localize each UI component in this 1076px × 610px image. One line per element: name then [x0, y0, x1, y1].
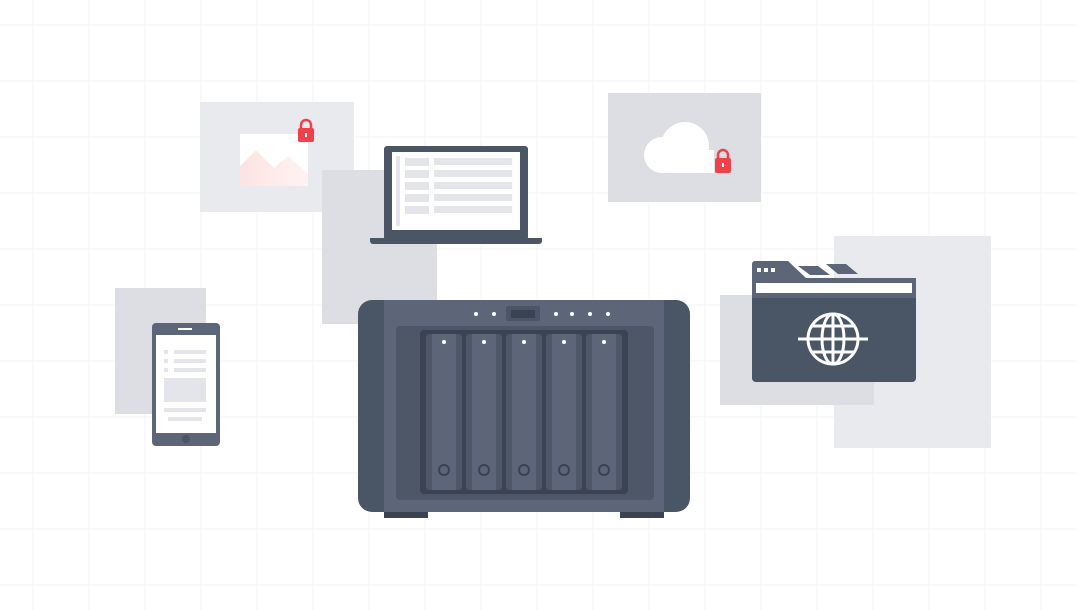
drive-bay: [546, 334, 582, 490]
drive-led: [602, 340, 606, 344]
drive-led: [442, 340, 446, 344]
drive-led: [562, 340, 566, 344]
drive-latch: [598, 464, 610, 476]
drive-latch: [518, 464, 530, 476]
drive-latch: [478, 464, 490, 476]
laptop-icon: [370, 146, 542, 244]
drive-led: [522, 340, 526, 344]
drive-led: [482, 340, 486, 344]
drive-latch: [438, 464, 450, 476]
browser-globe-icon: [752, 261, 916, 382]
lock-icon: [298, 118, 314, 142]
lock-icon: [715, 148, 731, 173]
drive-bay: [506, 334, 542, 490]
drive-bay: [426, 334, 462, 490]
drive-latch: [558, 464, 570, 476]
phone-icon: [152, 323, 220, 446]
drive-bay: [466, 334, 502, 490]
drive-bay: [586, 334, 622, 490]
cloud-icon: [644, 122, 714, 173]
nas-icon: [358, 300, 690, 518]
locked-photo-icon: [240, 134, 308, 186]
